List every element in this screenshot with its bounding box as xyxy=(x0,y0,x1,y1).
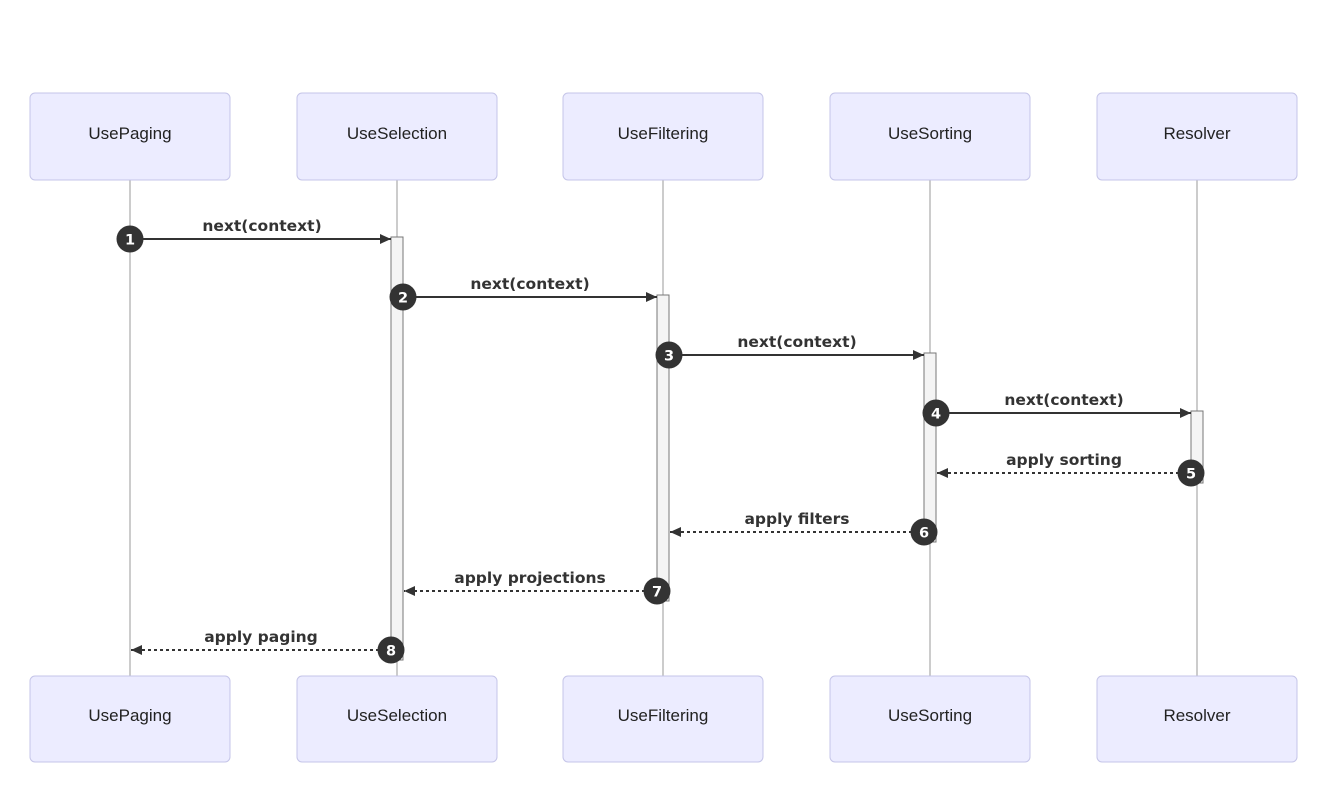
message-7-number: 7 xyxy=(652,585,662,601)
participant-box xyxy=(829,92,1031,181)
message-7: apply projections 7 xyxy=(404,569,671,605)
message-8: apply paging 8 xyxy=(131,628,405,664)
message-6-number-badge xyxy=(910,518,938,546)
participant-box xyxy=(562,92,764,181)
message-7-label: apply projections xyxy=(454,569,606,587)
message-1-label: next(context) xyxy=(202,217,321,235)
participant-label: UseSelection xyxy=(347,124,447,143)
participant-usefiltering-top: UseFiltering xyxy=(562,92,764,181)
participant-label: UseSorting xyxy=(888,124,972,143)
participant-label: UseFiltering xyxy=(618,124,709,143)
message-5-label: apply sorting xyxy=(1006,451,1122,469)
participant-resolver-top: Resolver xyxy=(1096,92,1298,181)
message-6-number: 6 xyxy=(919,526,929,542)
participant-label: Resolver xyxy=(1163,124,1230,143)
participant-usepaging-bottom: UsePaging xyxy=(29,675,231,763)
message-2-label: next(context) xyxy=(470,275,589,293)
activation-usefiltering xyxy=(656,294,670,602)
message-8-number: 8 xyxy=(386,644,396,660)
participant-usesorting-bottom: UseSorting xyxy=(829,675,1031,763)
participant-box xyxy=(1096,92,1298,181)
participant-label: UseSorting xyxy=(888,706,972,725)
message-3-label: next(context) xyxy=(737,333,856,351)
participant-useselection-bottom: UseSelection xyxy=(296,675,498,763)
message-3-number-badge xyxy=(655,341,683,369)
message-3: next(context) 3 xyxy=(655,333,924,369)
participant-label: UsePaging xyxy=(88,706,171,725)
message-8-number-badge xyxy=(377,636,405,664)
message-1-number-badge xyxy=(116,225,144,253)
participant-box xyxy=(296,675,498,763)
message-4-number-badge xyxy=(922,399,950,427)
message-8-label: apply paging xyxy=(204,628,318,646)
message-4: next(context) 4 xyxy=(922,391,1191,427)
message-2-number: 2 xyxy=(398,291,408,307)
participant-useselection-top: UseSelection xyxy=(296,92,498,181)
participant-box xyxy=(1096,675,1298,763)
participant-label: UseSelection xyxy=(347,706,447,725)
participant-label: UseFiltering xyxy=(618,706,709,725)
participant-box xyxy=(29,92,231,181)
participant-box xyxy=(829,675,1031,763)
participant-label: Resolver xyxy=(1163,706,1230,725)
message-4-label: next(context) xyxy=(1004,391,1123,409)
message-5-number: 5 xyxy=(1186,467,1196,483)
message-2: next(context) 2 xyxy=(389,275,657,311)
message-4-number: 4 xyxy=(931,407,941,423)
participant-usepaging-top: UsePaging xyxy=(29,92,231,181)
message-2-number-badge xyxy=(389,283,417,311)
message-3-number: 3 xyxy=(664,349,674,365)
participant-usesorting-top: UseSorting xyxy=(829,92,1031,181)
participant-resolver-bottom: Resolver xyxy=(1096,675,1298,763)
message-6-label: apply filters xyxy=(744,510,849,528)
message-1-number: 1 xyxy=(125,233,135,249)
message-1: next(context) 1 xyxy=(116,217,391,253)
message-5-number-badge xyxy=(1177,459,1205,487)
participant-box xyxy=(562,675,764,763)
message-7-number-badge xyxy=(643,577,671,605)
participant-box xyxy=(296,92,498,181)
participant-label: UsePaging xyxy=(88,124,171,143)
participant-usefiltering-bottom: UseFiltering xyxy=(562,675,764,763)
message-6: apply filters 6 xyxy=(670,510,938,546)
message-5: apply sorting 5 xyxy=(937,451,1205,487)
activation-usesorting xyxy=(923,352,937,543)
participant-box xyxy=(29,675,231,763)
